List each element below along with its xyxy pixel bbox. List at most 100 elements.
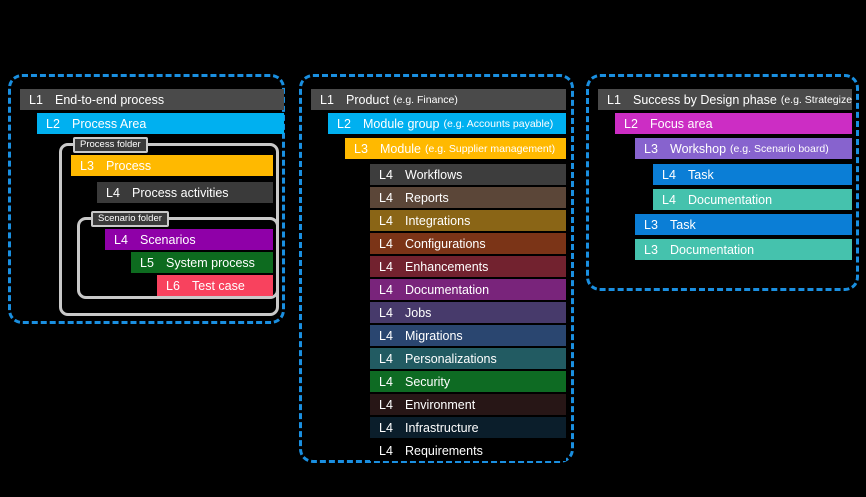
level-bar[interactable]: L3 Workshop(e.g. Scenario board) <box>635 138 852 159</box>
level-tag: L4 <box>379 397 393 412</box>
level-label: Task <box>688 167 714 182</box>
level-label: Security <box>405 374 451 389</box>
level-bar[interactable]: L4 Migrations <box>370 325 566 346</box>
level-label: Success by Design phase <box>633 92 777 107</box>
level-bar[interactable]: L4 Documentation <box>653 189 852 210</box>
level-bar[interactable]: L6 Test case <box>157 275 273 296</box>
level-tag: L4 <box>379 351 393 366</box>
level-label: Module group <box>363 116 440 131</box>
level-label: System process <box>166 255 255 270</box>
level-example: (e.g. Strategize) <box>780 93 852 106</box>
level-bar[interactable]: L2 Focus area <box>615 113 852 134</box>
level-label: Test case <box>192 278 245 293</box>
level-tag: L4 <box>379 236 393 251</box>
level-example: (e.g. Scenario board) <box>730 142 829 155</box>
level-label: Configurations <box>405 236 486 251</box>
level-bar[interactable]: L4 Integrations <box>370 210 566 231</box>
level-tag: L4 <box>379 282 393 297</box>
level-tag: L3 <box>644 242 658 257</box>
level-label: Process activities <box>132 185 229 200</box>
level-tag: L3 <box>80 158 94 173</box>
level-label: Jobs <box>405 305 432 320</box>
level-label: Documentation <box>670 242 755 257</box>
level-bar[interactable]: L4 Jobs <box>370 302 566 323</box>
level-tag: L6 <box>166 278 180 293</box>
level-tag: L4 <box>106 185 120 200</box>
level-bar[interactable]: L3 Process <box>71 155 273 176</box>
level-tag: L4 <box>662 167 676 182</box>
level-tag: L4 <box>379 328 393 343</box>
level-tag: L1 <box>320 92 334 107</box>
level-bar[interactable]: L4 Documentation <box>370 279 566 300</box>
level-tag: L4 <box>379 443 393 458</box>
level-label: End-to-end process <box>55 92 165 107</box>
level-bar[interactable]: L4 Task <box>653 164 852 185</box>
level-tag: L1 <box>29 92 43 107</box>
level-tag: L4 <box>379 259 393 274</box>
level-example: (e.g. Accounts payable) <box>443 117 554 130</box>
level-label: Focus area <box>650 116 713 131</box>
level-tag: L4 <box>114 232 128 247</box>
folder-label: Process folder <box>73 137 148 153</box>
level-example: (e.g. Supplier management) <box>425 142 556 155</box>
level-bar[interactable]: L2 Process Area <box>37 113 284 134</box>
level-label: Documentation <box>688 192 773 207</box>
level-bar[interactable]: L4 Configurations <box>370 233 566 254</box>
level-bar[interactable]: L4 Requirements <box>370 440 566 461</box>
panel-success-by-design-hierarchy: L1 Success by Design phase(e.g. Strategiz… <box>586 74 859 291</box>
level-label: Workshop <box>670 141 727 156</box>
level-tag: L4 <box>662 192 676 207</box>
level-tag: L4 <box>379 190 393 205</box>
level-tag: L4 <box>379 167 393 182</box>
level-label: Process Area <box>72 116 147 131</box>
level-tag: L2 <box>337 116 351 131</box>
level-label: Requirements <box>405 443 483 458</box>
level-label: Process <box>106 158 152 173</box>
level-bar[interactable]: L3 Documentation <box>635 239 852 260</box>
level-label: Scenarios <box>140 232 196 247</box>
level-bar[interactable]: L5 System process <box>131 252 273 273</box>
level-bar[interactable]: L4 Scenarios <box>105 229 273 250</box>
level-tag: L4 <box>379 305 393 320</box>
level-tag: L2 <box>624 116 638 131</box>
level-bar[interactable]: L1 End-to-end process <box>20 89 284 110</box>
level-label: Module <box>380 141 421 156</box>
level-bar[interactable]: L1 Product(e.g. Finance) <box>311 89 566 110</box>
level-bar[interactable]: L3 Module (e.g. Supplier management) <box>345 138 566 159</box>
level-tag: L3 <box>354 141 368 156</box>
level-bar[interactable]: L4 Process activities <box>97 182 273 203</box>
level-tag: L4 <box>379 213 393 228</box>
level-tag: L1 <box>607 92 621 107</box>
level-bar[interactable]: L4 Infrastructure <box>370 417 566 438</box>
folder-label: Scenario folder <box>91 211 169 227</box>
level-label: Infrastructure <box>405 420 479 435</box>
level-label: Enhancements <box>405 259 489 274</box>
level-label: Workflows <box>405 167 463 182</box>
level-label: Integrations <box>405 213 471 228</box>
level-bar[interactable]: L4 Personalizations <box>370 348 566 369</box>
level-tag: L3 <box>644 217 658 232</box>
level-label: Migrations <box>405 328 463 343</box>
folder-frame <box>77 217 279 299</box>
level-tag: L4 <box>379 420 393 435</box>
level-label: Environment <box>405 397 476 412</box>
level-bar[interactable]: L4 Environment <box>370 394 566 415</box>
level-label: Product <box>346 92 390 107</box>
level-label: Personalizations <box>405 351 497 366</box>
level-example: (e.g. Finance) <box>393 93 458 106</box>
level-bar[interactable]: L1 Success by Design phase(e.g. Strategiz… <box>598 89 852 110</box>
level-bar[interactable]: L2 Module group(e.g. Accounts payable) <box>328 113 566 134</box>
level-tag: L5 <box>140 255 154 270</box>
level-tag: L3 <box>644 141 658 156</box>
level-label: Documentation <box>405 282 490 297</box>
level-bar[interactable]: L4 Enhancements <box>370 256 566 277</box>
level-tag: L2 <box>46 116 60 131</box>
level-bar[interactable]: L4 Workflows <box>370 164 566 185</box>
level-label: Reports <box>405 190 449 205</box>
level-bar[interactable]: L4 Reports <box>370 187 566 208</box>
